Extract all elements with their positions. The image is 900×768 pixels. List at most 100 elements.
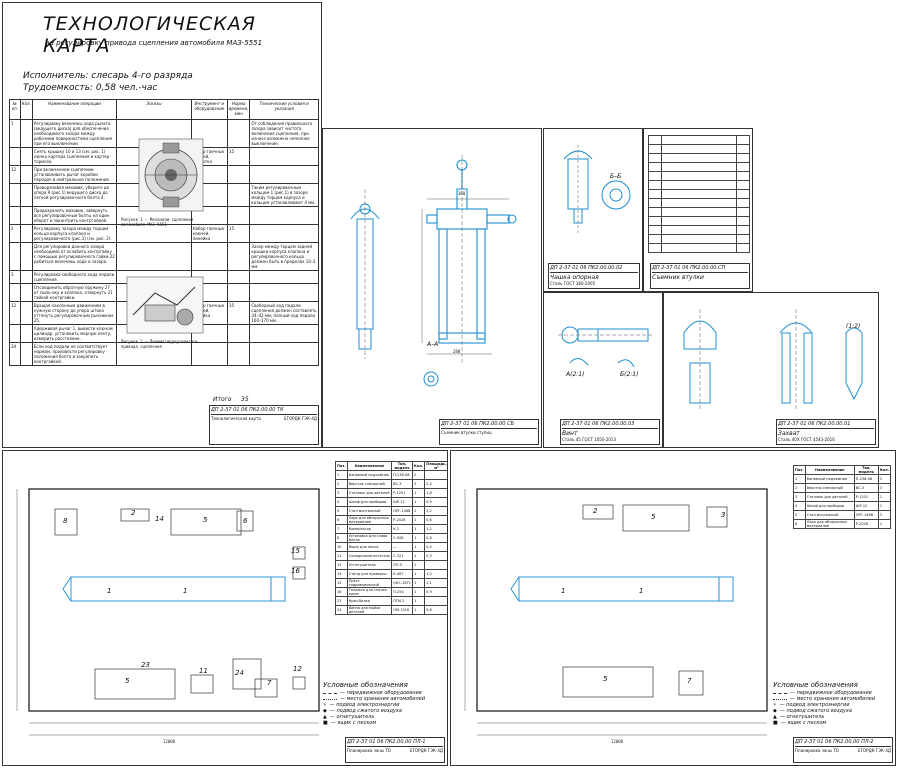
title-block-cup: ДП 2-37 01 06 ПК2.00.00.02 Чашка опорная… <box>548 263 640 289</box>
legend-mobile-icon <box>323 692 337 694</box>
table-cell: ПТМ-2 <box>391 596 413 606</box>
cell-norm <box>227 324 251 343</box>
drawing-code: ДП 2-37 01 06 ПК2.00.00.03 <box>562 421 658 429</box>
cell-operation: Регулировка свободного хода педали сцепл… <box>31 270 118 284</box>
equipment-table: Поз. Наименование Тип, модель Кол. Площа… <box>335 461 447 615</box>
plan-2-drawing <box>464 488 768 736</box>
drawing-code: ДП 2-37 01 06 ПК2.00.00 ПЛ-1 <box>347 739 443 747</box>
legend-item: — огнетушитель <box>779 714 825 720</box>
grip-sheet: (1:2) ДП 2-37 01 06 ПК2.00.00.01 Захват … <box>663 292 879 448</box>
spec-sheet: ДП 2-37 01 06 ПК2.00.00.СП Съемник втулк… <box>643 128 753 292</box>
plan1-pos-15: 15 <box>291 547 300 555</box>
table-cell: Шкаф для приборов <box>804 501 855 511</box>
eq2-col-pos: Поз. <box>793 465 806 475</box>
plan1-pos-8: 8 <box>63 517 68 525</box>
legend-title: Условные обозначения <box>323 681 408 689</box>
material: Сталь ГОСТ 380-2005 <box>550 281 596 286</box>
cell-qty <box>19 147 33 166</box>
plan1-pos-2: 2 <box>131 509 136 517</box>
doc-name: Технологическая карта <box>211 416 261 421</box>
table-cell: Ящик для песка <box>346 542 393 552</box>
plan1-pos-11: 11 <box>199 667 208 675</box>
cell-num: 12 <box>9 301 21 325</box>
col-norm: Норма времени, мин <box>227 99 251 120</box>
cell-sketch <box>116 242 192 271</box>
col-num: № оп. <box>9 99 21 120</box>
table-cell: Верстак слесарный <box>346 479 393 489</box>
cell-conditions <box>249 165 319 184</box>
plan2-pos-5b: 5 <box>603 675 608 683</box>
eq2-col-name: Наименование <box>804 465 855 475</box>
eq2-col-type: Тип, модель <box>853 465 879 475</box>
table-cell: 3,2 <box>424 506 447 516</box>
col-qty: Кол. <box>19 99 33 120</box>
legend-item: — ящик с песком <box>330 720 377 726</box>
table-cell: 10 <box>335 542 348 552</box>
page-title: ТЕХНОЛОГИЧЕСКАЯ КАРТА <box>43 13 256 57</box>
title-block-screw: ДП 2-37 01 06 ПК2.00.00.03 Винт Сталь 45… <box>560 419 660 445</box>
table-cell: Канавный подъемник <box>346 470 393 480</box>
legend-item: — подвод электроэнергии <box>329 702 400 708</box>
legend-item: — подвод сжатого воздуха <box>779 708 852 714</box>
legend-item: — место хранения автомобилей <box>340 696 426 702</box>
table-cell: 1,0 <box>424 569 447 579</box>
table-cell: 2 <box>335 479 348 489</box>
table-cell: Р-2028 <box>853 519 879 529</box>
table-cell: 0,8 <box>424 605 447 615</box>
legend-item: — огнетушитель <box>329 714 375 720</box>
detail-b-label: Б(2:1) <box>620 371 639 378</box>
cell-conditions <box>249 206 319 225</box>
cell-num <box>9 183 21 207</box>
cell-qty <box>19 224 33 243</box>
extinguisher-icon: ▲ <box>773 714 777 720</box>
table-cell: 1,8 <box>424 488 447 498</box>
material: Сталь 40Х ГОСТ 4543-2016 <box>778 437 835 442</box>
eq-col-pos: Поз. <box>335 461 348 471</box>
table-cell: 2,4 <box>424 479 447 489</box>
section-aa-label: А–А <box>427 341 439 348</box>
table-cell: 1 <box>877 519 892 529</box>
table-cell: 1 <box>335 470 348 480</box>
table-cell: 1 <box>793 474 806 484</box>
plan1-pos-7: 7 <box>267 679 272 687</box>
table-cell: 5 <box>793 510 806 520</box>
table-cell: 1 <box>411 569 426 579</box>
table-cell: П-238-08 <box>853 474 879 484</box>
cell-conditions: Свободный ход педали сцепления должен со… <box>249 301 319 325</box>
cell-conditions <box>249 270 319 284</box>
cell-num <box>9 324 21 343</box>
cell-norm <box>227 283 251 302</box>
cell-qty <box>19 183 33 207</box>
table-cell: 24 <box>335 605 348 615</box>
table-cell: 1 <box>411 596 426 606</box>
table-cell: 0,6 <box>424 515 447 525</box>
plan-sheet-1: 8 2 14 5 6 1 1 15 16 23 5 11 24 7 12 120… <box>2 450 448 766</box>
table-cell: 7 <box>335 524 348 534</box>
dim-280: 280 <box>453 349 461 354</box>
table-cell: 11 <box>335 551 348 561</box>
cell-operation: Предохранить маховик, завернуть все регу… <box>31 206 118 225</box>
cell-norm <box>227 119 251 148</box>
sandbox-icon: ■ <box>323 720 328 726</box>
cell-norm <box>227 183 251 207</box>
table-cell: 0,3 <box>424 551 447 561</box>
table-cell: 3 <box>877 483 892 493</box>
cell-conditions <box>249 224 319 243</box>
table-cell: ШР-12 <box>391 497 413 507</box>
plan1-legend: Условные обозначения — передвижное обору… <box>323 681 425 726</box>
table-cell: К-467 <box>391 569 413 579</box>
total-label: Итого <box>213 396 232 403</box>
table-cell: Стол монтажный <box>804 510 855 520</box>
table-cell: 2 <box>411 506 426 516</box>
table-cell: — <box>391 542 413 552</box>
drawing-code: ДП 2-37 01 06 ПК2.00.00 ПЛ-2 <box>795 739 891 747</box>
lightning-icon: ⚡ <box>773 702 777 708</box>
